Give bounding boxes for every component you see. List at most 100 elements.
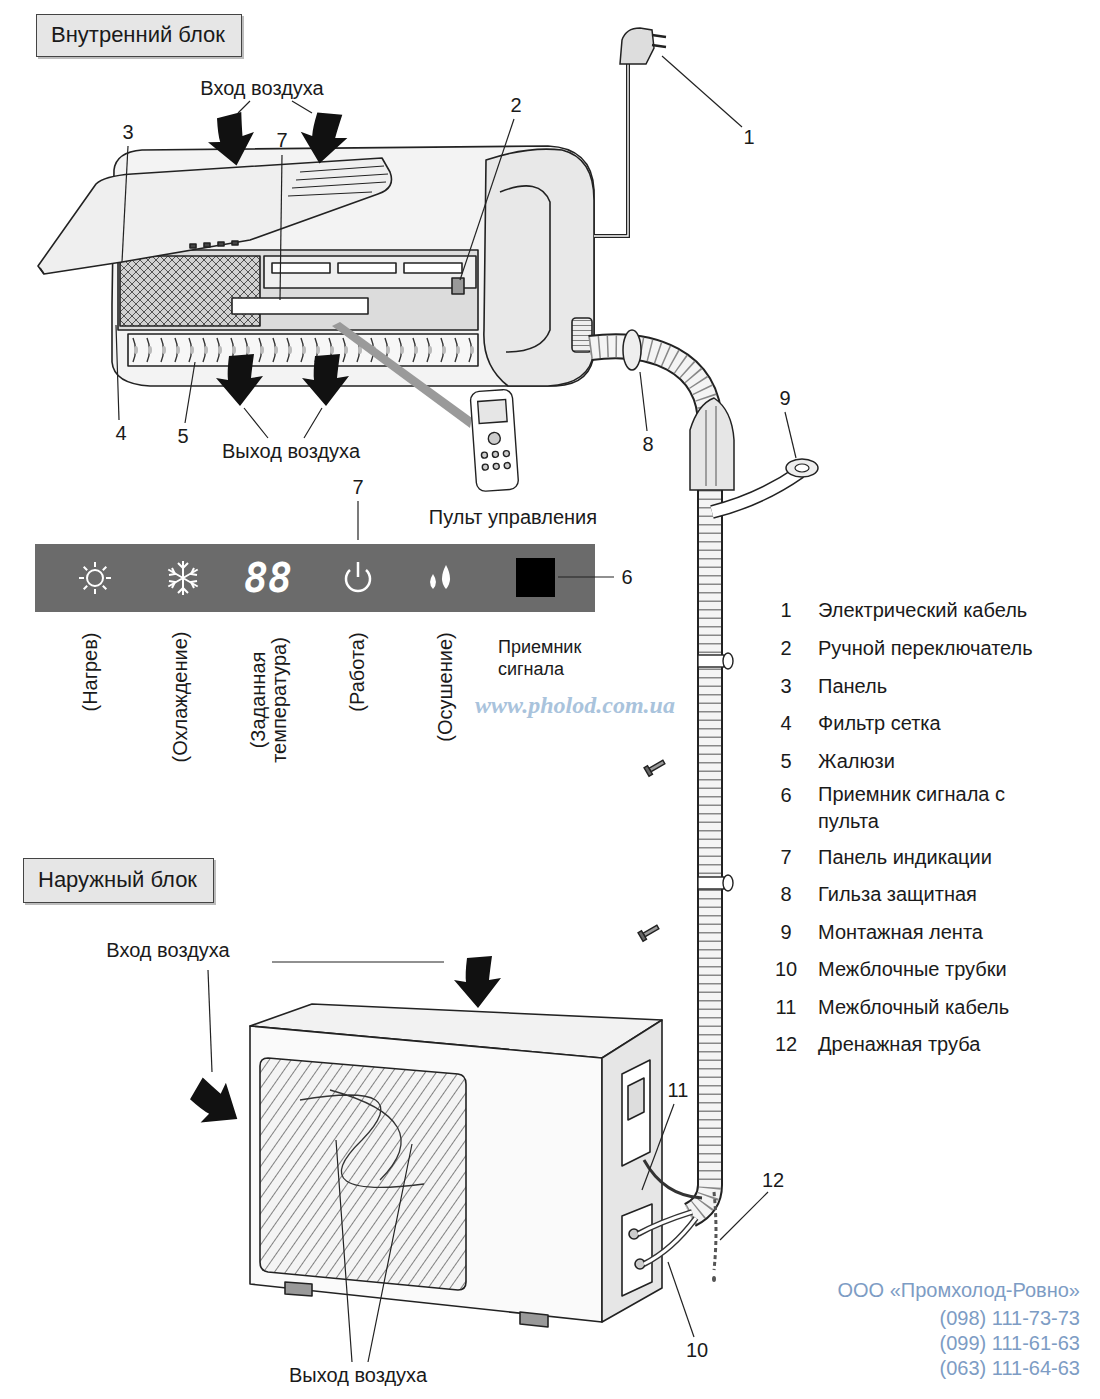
indoor-unit bbox=[404, 263, 462, 273]
mounting-tape bbox=[712, 472, 800, 512]
indoor-unit bbox=[128, 334, 478, 366]
clips bbox=[723, 653, 733, 669]
indoor-unit bbox=[484, 149, 594, 386]
outdoor-unit bbox=[260, 1058, 466, 1290]
part-name: Дренажная труба bbox=[818, 1032, 980, 1056]
outdoor-unit bbox=[622, 1204, 652, 1296]
callout-number: 6 bbox=[780, 783, 791, 807]
remote-control bbox=[332, 322, 519, 492]
indicator-panel: 88 bbox=[35, 544, 595, 612]
indoor-unit bbox=[190, 244, 196, 248]
leader-lines bbox=[122, 146, 128, 262]
part-name: Межблочный кабель bbox=[818, 995, 1009, 1019]
indicator-label: (Нагрев) bbox=[78, 632, 102, 711]
callout-number: 6 bbox=[621, 565, 632, 589]
power-cable bbox=[652, 35, 666, 47]
power-cable bbox=[594, 62, 628, 236]
pipe-bundle bbox=[706, 406, 716, 486]
indoor-unit bbox=[338, 263, 396, 273]
airflow-label: Вход воздуха bbox=[200, 76, 323, 100]
indicator-label: (Заданная температура) bbox=[247, 632, 289, 767]
indicator-icons bbox=[35, 544, 595, 612]
callout-number: 7 bbox=[780, 845, 791, 869]
outdoor-unit bbox=[622, 1060, 650, 1166]
indoor-unit bbox=[118, 250, 478, 330]
leader-lines bbox=[336, 1140, 412, 1362]
part-name: Гильза защитная bbox=[818, 882, 977, 906]
indicator-label: (Охлаждение) bbox=[168, 632, 192, 763]
part-name: Фильтр сетка bbox=[818, 711, 941, 735]
clips bbox=[638, 923, 660, 942]
airflow-label: Вход воздуха bbox=[106, 938, 229, 962]
leader-lines bbox=[272, 961, 444, 962]
leader-lines bbox=[720, 1192, 768, 1240]
remote-control bbox=[478, 400, 507, 424]
leader-lines bbox=[640, 372, 647, 431]
remote-control bbox=[503, 450, 509, 456]
outdoor-unit bbox=[520, 1312, 548, 1327]
airflow-arrows bbox=[296, 108, 351, 167]
clips bbox=[698, 877, 724, 889]
remote-control bbox=[470, 389, 519, 492]
indicator-icons bbox=[442, 565, 450, 589]
leader-lines bbox=[460, 119, 514, 280]
interconnect-lines bbox=[712, 1276, 716, 1282]
callout-number: 4 bbox=[780, 711, 791, 735]
remote-control bbox=[488, 432, 501, 445]
indoor-unit bbox=[264, 256, 476, 288]
callout-number: 10 bbox=[686, 1338, 708, 1362]
airflow-arrows bbox=[204, 110, 259, 169]
mounting-tape bbox=[795, 464, 809, 472]
callout-number: 3 bbox=[780, 674, 791, 698]
airflow-label: Выход воздуха bbox=[289, 1363, 427, 1387]
indicator-icons bbox=[87, 570, 103, 586]
phone-number: (098) 111-73-73 bbox=[940, 1306, 1080, 1330]
airflow-arrows bbox=[181, 108, 501, 1147]
part-name: Ручной переключатель bbox=[818, 636, 1033, 660]
mounting-tape bbox=[712, 472, 800, 512]
callout-number: 11 bbox=[776, 995, 797, 1019]
airflow-arrows bbox=[216, 354, 263, 406]
leader-lines bbox=[185, 362, 195, 423]
clips bbox=[649, 760, 665, 771]
indicator-icons bbox=[516, 558, 555, 597]
clips bbox=[698, 655, 724, 667]
remote-control bbox=[482, 464, 488, 470]
temperature-display: 88 bbox=[244, 554, 292, 602]
callout-number: 12 bbox=[775, 1032, 797, 1056]
indoor-unit bbox=[288, 166, 388, 196]
callout-number: 8 bbox=[642, 432, 653, 456]
clips bbox=[644, 766, 652, 777]
callout-number: 11 bbox=[668, 1078, 689, 1102]
outdoor-unit bbox=[250, 1004, 662, 1327]
callout-number: 4 bbox=[115, 421, 126, 445]
indicator-label: (Осушение) bbox=[433, 632, 457, 741]
indoor-unit bbox=[204, 243, 210, 247]
leader-lines bbox=[244, 408, 322, 438]
callout-number: 5 bbox=[177, 424, 188, 448]
indicator-icons bbox=[357, 562, 360, 577]
airflow-arrows bbox=[181, 1070, 251, 1138]
remote-control bbox=[493, 463, 499, 469]
indicator-icons bbox=[430, 574, 436, 589]
leader-lines bbox=[668, 1262, 694, 1337]
title-text: Внутренний блок bbox=[51, 22, 227, 48]
indicator-icons bbox=[35, 544, 595, 612]
interconnect-lines bbox=[644, 1160, 702, 1198]
remote-control bbox=[481, 452, 487, 458]
indoor-unit bbox=[500, 186, 550, 352]
remote-control bbox=[492, 451, 498, 457]
callout-number: 9 bbox=[780, 920, 791, 944]
callout-number: 9 bbox=[779, 386, 790, 410]
indoor-unit bbox=[218, 242, 224, 246]
part-name: Жалюзи bbox=[818, 749, 895, 773]
leader-lines bbox=[662, 56, 742, 127]
callout-number: 2 bbox=[780, 636, 791, 660]
leader-lines bbox=[785, 412, 796, 458]
indicator-icons bbox=[168, 561, 197, 595]
part-name: Монтажная лента bbox=[818, 920, 983, 944]
indoor-unit bbox=[452, 278, 464, 294]
indicator-icons bbox=[79, 561, 370, 595]
callout-number: 1 bbox=[743, 125, 754, 149]
interconnect-lines bbox=[638, 1160, 716, 1282]
